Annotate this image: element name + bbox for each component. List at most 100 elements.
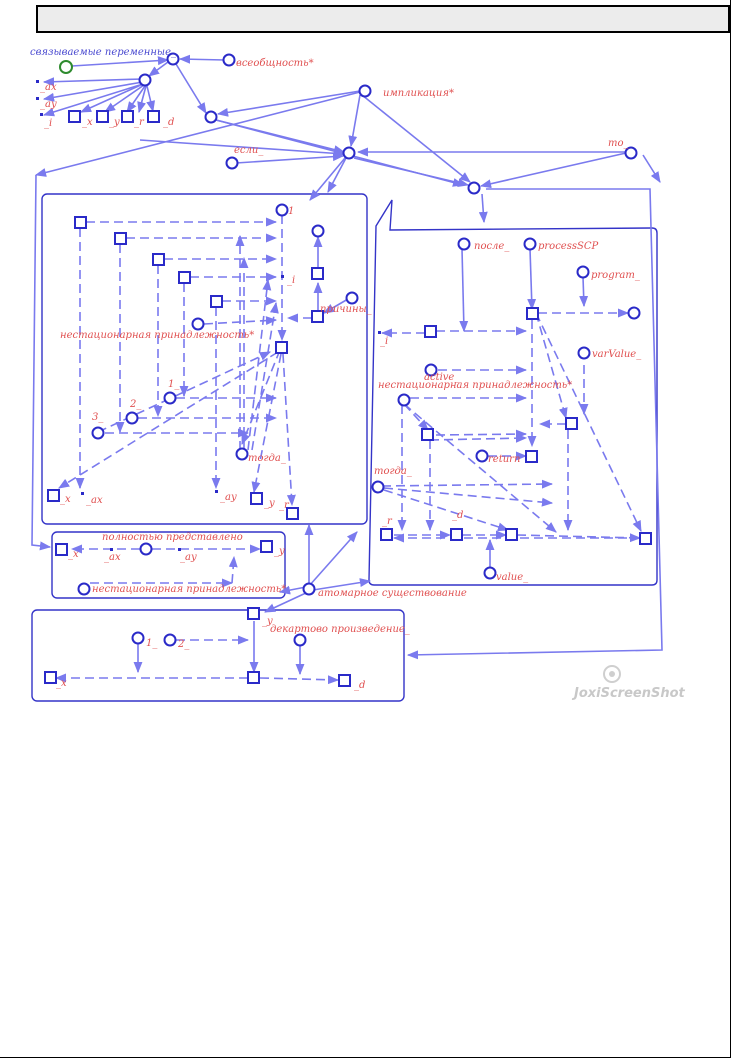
node-universality	[222, 53, 236, 67]
dot-ax-left	[81, 492, 84, 495]
label-x-cart: _x	[56, 678, 67, 689]
node-y-cart	[247, 607, 260, 620]
node-processSCP	[523, 237, 537, 251]
sq-causes	[311, 267, 324, 280]
label-d-cart: _d	[354, 680, 365, 691]
node-return	[475, 449, 489, 463]
label-i-right: _i	[380, 336, 388, 347]
node-sc-mid	[204, 110, 218, 124]
sq-value	[505, 528, 518, 541]
label-ay-fully: _ay	[180, 552, 197, 563]
label-nonstationary-right: нестационарная принадлежность*	[378, 380, 572, 391]
node-three	[91, 426, 105, 440]
node-nonstationary-right	[397, 393, 411, 407]
sq-l2	[114, 232, 127, 245]
label-three: 3_	[92, 412, 103, 423]
node-y-top	[96, 110, 109, 123]
label-two-bottom: 2_	[177, 639, 189, 650]
node-if-pair	[342, 146, 356, 160]
label-then: то_	[608, 138, 629, 149]
label-implication: импликация*	[383, 88, 454, 99]
label-when-left: тогда_	[248, 453, 286, 464]
node-r-right	[380, 528, 393, 541]
label-if: если_	[234, 145, 263, 156]
label-x-fully: _x	[68, 549, 79, 560]
label-one: 1	[288, 206, 294, 217]
node-one	[275, 203, 289, 217]
node-program-target	[627, 306, 641, 320]
label-value: value_	[496, 572, 528, 583]
dot-ax-fully	[110, 548, 113, 551]
sq-l4	[178, 271, 191, 284]
dot-ax-top	[36, 80, 39, 83]
node-x-top	[68, 110, 81, 123]
label-i-left: _i	[287, 275, 295, 286]
node-when-right	[371, 480, 385, 494]
node-bound-vars	[59, 60, 73, 74]
label-universality: всеобщность*	[236, 58, 314, 69]
node-two-bottom	[163, 633, 177, 647]
node-x-fully	[55, 543, 68, 556]
dot-ay-top	[36, 97, 39, 100]
node-one-bottom	[131, 631, 145, 645]
node-x-left	[47, 489, 60, 502]
sq-return	[525, 450, 538, 463]
node-impl-pair	[467, 181, 481, 195]
node-causes	[345, 291, 359, 305]
label-r-left: _r	[279, 500, 290, 511]
label-nonstationary-bottom: нестационарная принадлежность*	[92, 584, 286, 595]
node-then	[624, 146, 638, 160]
label-ay-left: _ay	[220, 492, 237, 503]
label-x-top: _x	[82, 117, 93, 128]
label-x-left: _x	[60, 494, 71, 505]
sq-l5	[210, 295, 223, 308]
node-two	[125, 411, 139, 425]
sq-causes-2	[311, 310, 324, 323]
label-cartesian: декартово произведение_	[270, 624, 410, 635]
node-sc-top	[166, 52, 180, 66]
node-one-left	[163, 391, 177, 405]
node-cartesian	[293, 633, 307, 647]
label-active: active_	[424, 372, 459, 383]
node-d-right	[450, 528, 463, 541]
label-varValue: varValue_	[592, 349, 641, 360]
node-vars-set	[138, 73, 152, 87]
label-atomic-existence: атомарное существование	[318, 588, 467, 599]
sq-right-end	[639, 532, 652, 545]
dot-i-top	[40, 113, 43, 116]
label-when-right: тогда_	[374, 466, 412, 477]
sq-center-left	[275, 341, 288, 354]
label-y-fully: _y	[274, 546, 285, 557]
label-program: program_	[591, 270, 640, 281]
label-fully-represented: полностью представлено	[102, 532, 243, 543]
label-ax-top: _ax	[40, 82, 57, 93]
node-if	[225, 156, 239, 170]
label-processSCP: processSCP	[538, 241, 598, 252]
label-d-top: _d	[163, 117, 174, 128]
node-varValue	[577, 346, 591, 360]
node-implication	[358, 84, 372, 98]
label-y-left: _y	[264, 498, 275, 509]
label-r-right: _r	[382, 516, 393, 527]
label-one-bottom: 1_	[146, 638, 157, 649]
label-ay-top: _ay	[40, 99, 57, 110]
label-d-right: _d	[452, 510, 463, 521]
contour-right	[368, 199, 658, 586]
node-active	[424, 363, 438, 377]
label-y-top: _y	[109, 117, 120, 128]
node-when-left	[235, 447, 249, 461]
label-bound-vars: связываемые переменные_	[30, 47, 176, 58]
label-after: после_	[474, 241, 509, 252]
label-y-cart: _y	[262, 616, 273, 627]
label-one-left: 1_	[168, 379, 179, 390]
node-r-top	[121, 110, 134, 123]
dot-i-right	[378, 331, 381, 334]
label-causes: причины_	[320, 304, 372, 315]
node-causes-target	[311, 224, 325, 238]
node-value	[483, 566, 497, 580]
dot-i-left	[281, 275, 284, 278]
node-d-cart	[338, 674, 351, 687]
node-x-cart	[44, 671, 57, 684]
